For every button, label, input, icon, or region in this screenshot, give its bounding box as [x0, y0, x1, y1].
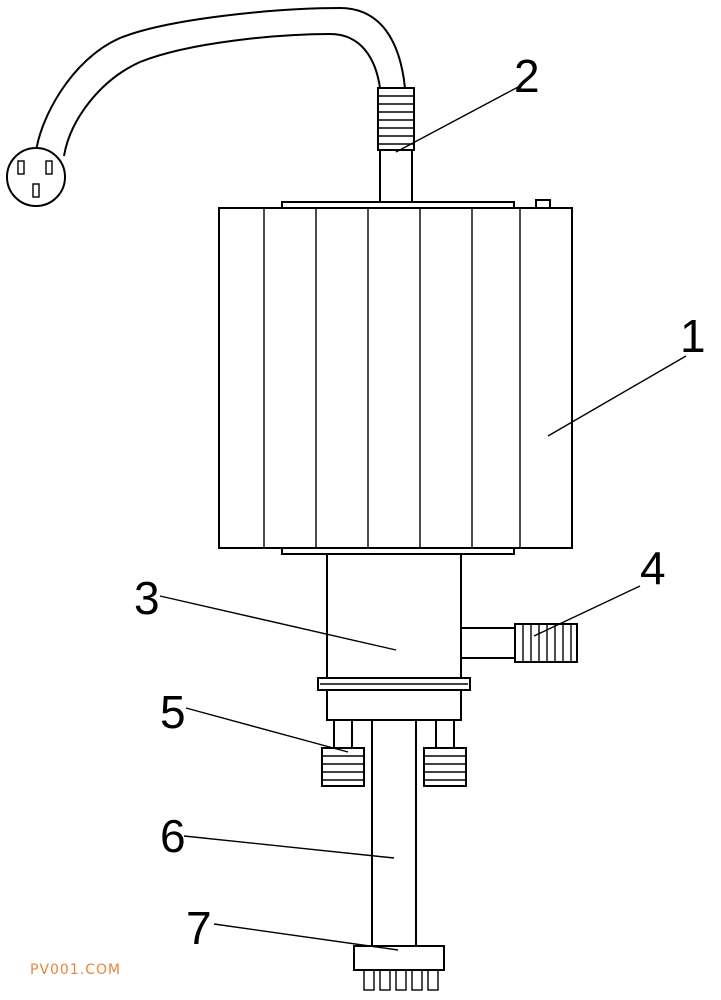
- pump-body: [317, 553, 471, 721]
- cable-connector: [377, 87, 415, 205]
- side-fitting-left: [321, 719, 365, 787]
- callout-6: 6: [160, 810, 186, 862]
- callout-2: 2: [514, 50, 540, 102]
- inlet-strainer: [353, 945, 445, 991]
- callout-4: 4: [640, 542, 666, 594]
- outlet-nozzle: [460, 623, 578, 663]
- motor-housing: [218, 199, 573, 555]
- callout-3: 3: [134, 572, 160, 624]
- side-fitting-right: [423, 719, 467, 787]
- callout-1: 1: [680, 310, 706, 362]
- leader-lines: [159, 85, 687, 951]
- site-watermark: PV001.COM: [30, 962, 122, 978]
- callout-5: 5: [160, 686, 186, 738]
- callout-7: 7: [186, 902, 212, 954]
- power-plug: [6, 147, 66, 207]
- power-cable: [35, 6, 406, 157]
- suction-pipe: [371, 719, 417, 947]
